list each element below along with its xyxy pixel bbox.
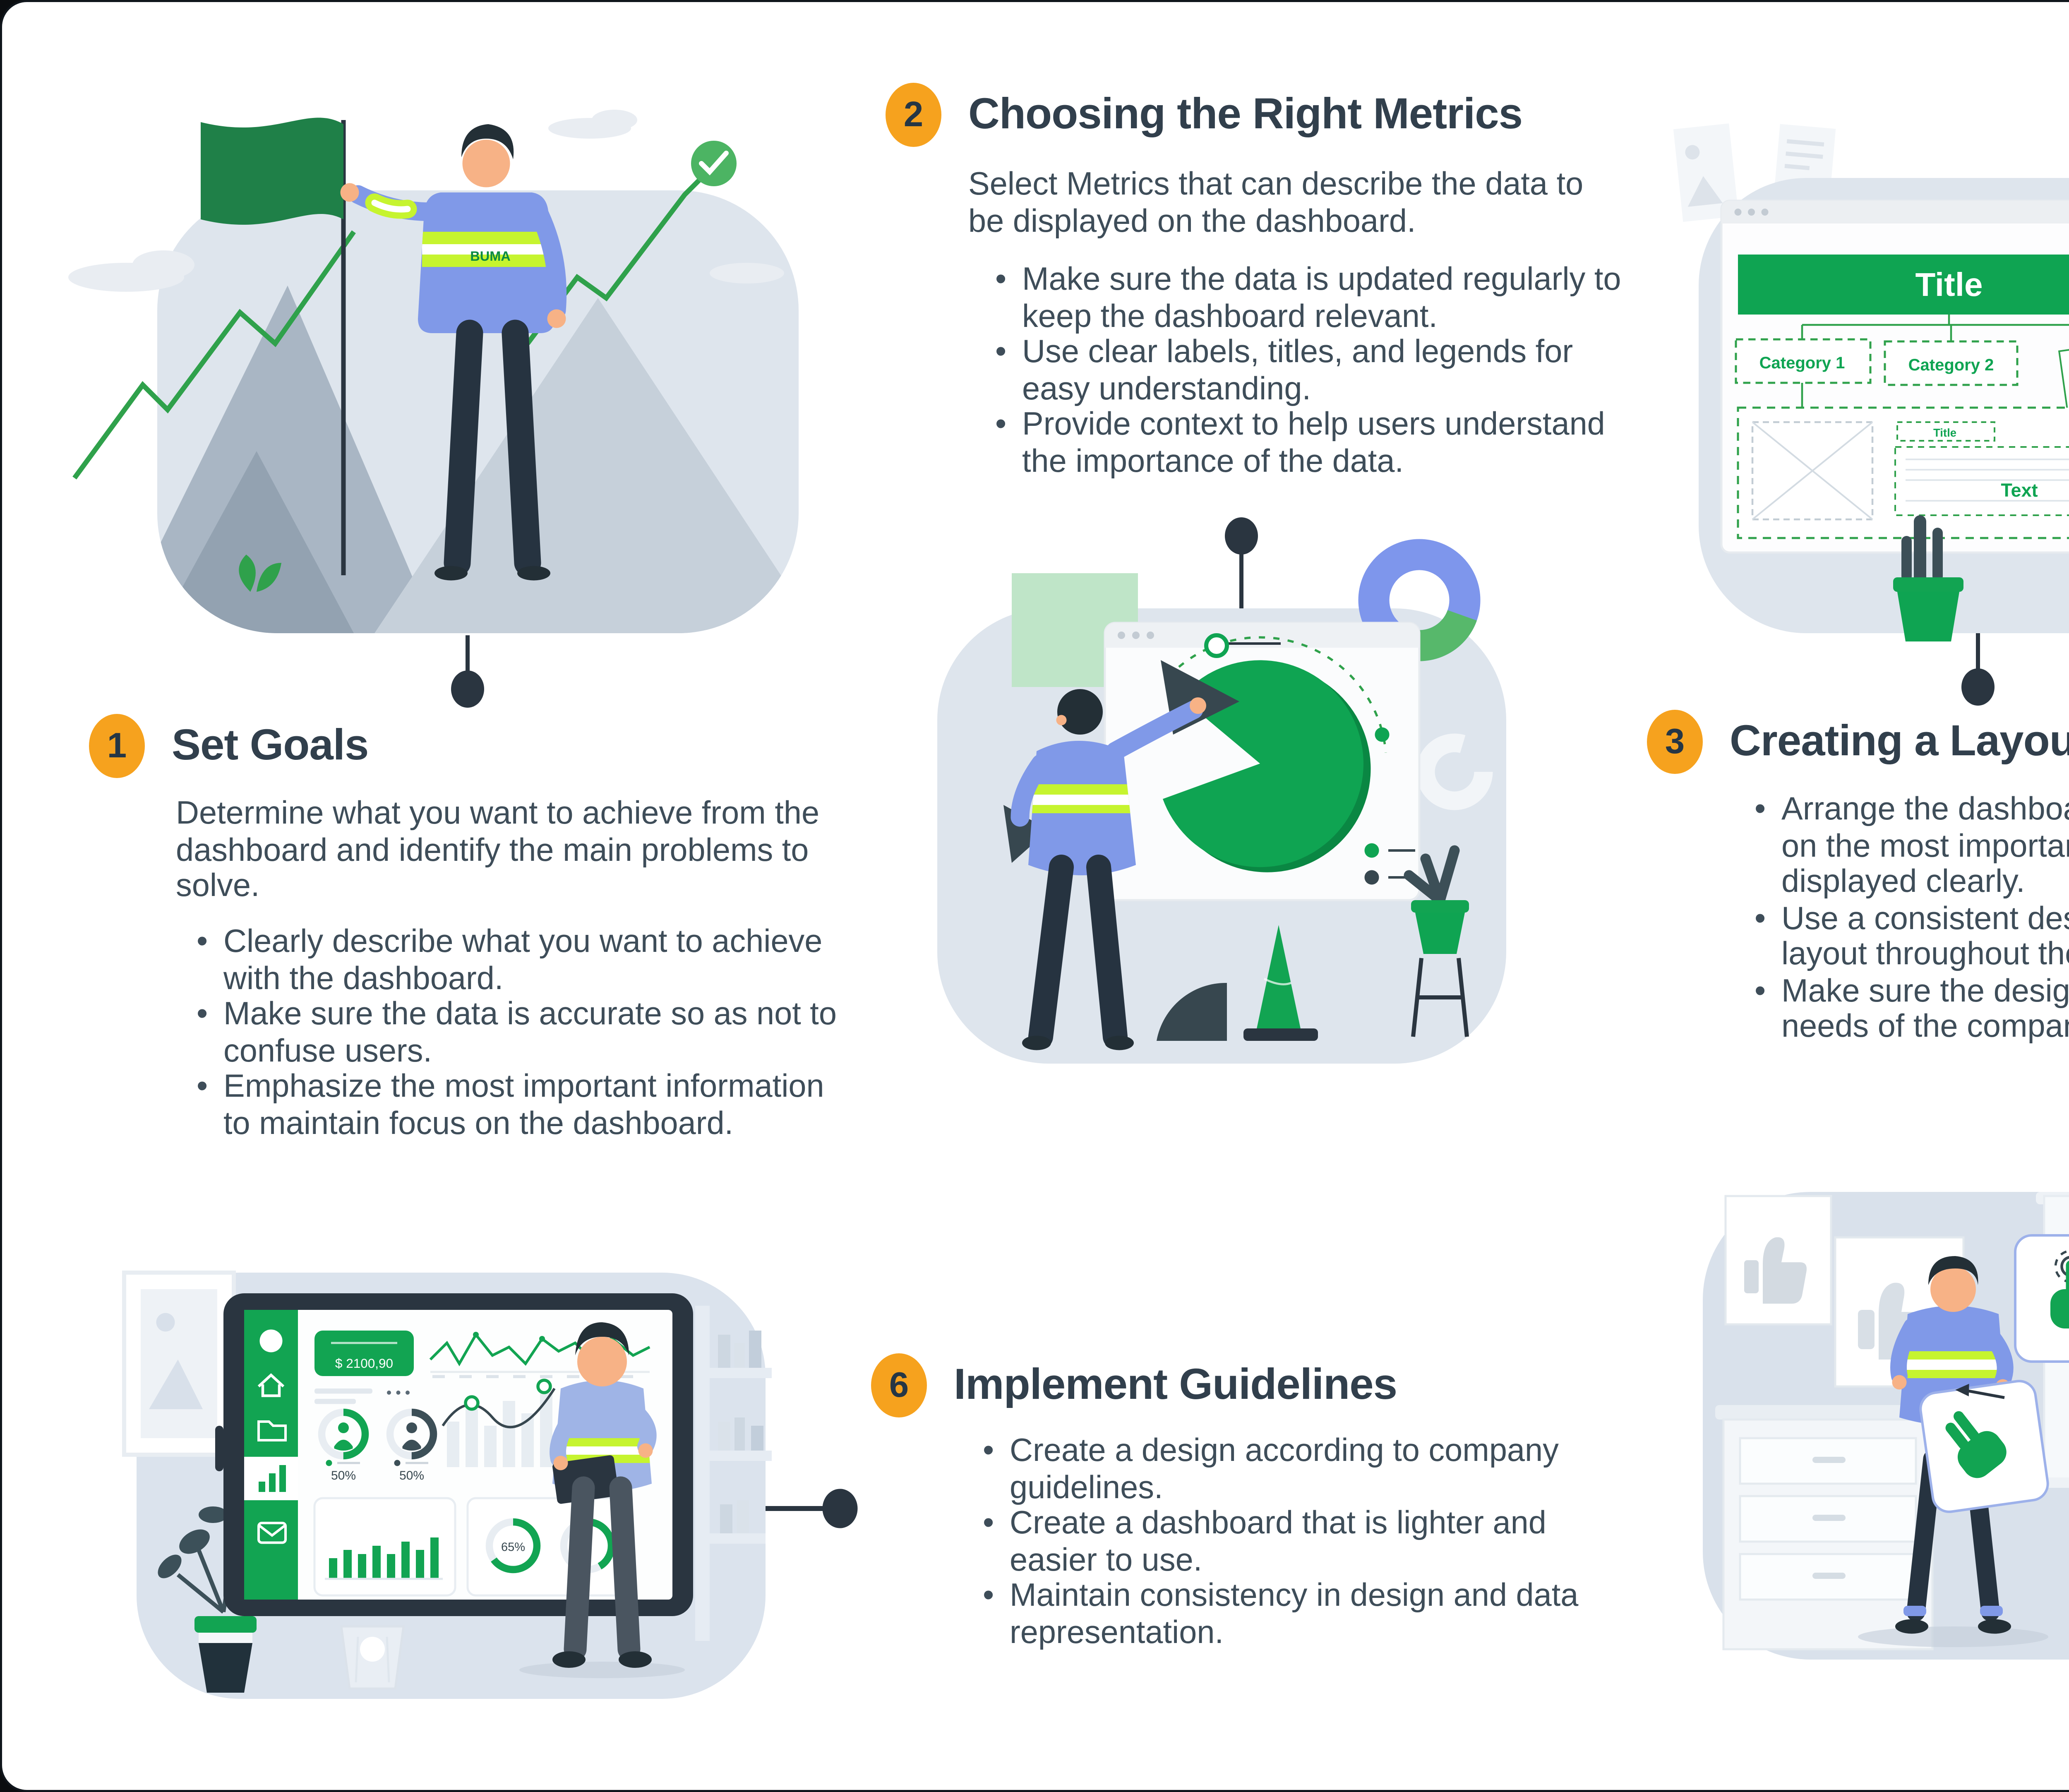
tap-gesture-card — [2015, 1235, 2069, 1362]
step-2-header: 2 Choosing the Right Metrics — [886, 83, 1522, 147]
floor-shadow — [1858, 1626, 2048, 1647]
illustration-choosing-metrics — [912, 519, 1575, 1078]
bullet-item: Create a design according to company gui… — [979, 1434, 1599, 1506]
goal-flag-icon — [201, 118, 343, 225]
step-1-bullets: Clearly describe what you want to achiev… — [192, 925, 859, 1142]
bullet-item: Make sure the data is updated regularly … — [991, 263, 1622, 335]
svg-text:50%: 50% — [399, 1469, 424, 1482]
floor-shadow — [519, 1662, 685, 1678]
bullet-item: Maintain consistency in design and data … — [979, 1579, 1599, 1651]
step-1-description: Determine what you want to achieve from … — [176, 797, 821, 906]
bullet-item: Create a dashboard that is lighter and e… — [979, 1506, 1599, 1579]
bullet-item: Use clear labels, titles, and legends fo… — [991, 335, 1622, 408]
step-2-title: Choosing the Right Metrics — [968, 90, 1522, 140]
content-text-label: Text — [2001, 480, 2038, 501]
amount-label: $ 2100,90 — [335, 1356, 393, 1371]
jacket-logo: BUMA — [470, 249, 510, 264]
step-6-title: Implement Guidelines — [954, 1361, 1397, 1410]
step-2-badge: 2 — [886, 83, 941, 147]
swipe-gesture-card — [1918, 1375, 2050, 1514]
step-3-bullets: Arrange the dashboard elements based on … — [1750, 793, 2069, 1046]
illustration-implement-guidelines: $ 2100,90 — [116, 1244, 871, 1720]
svg-text:Category 1: Category 1 — [1759, 354, 1845, 372]
bullet-item: Clearly describe what you want to achiev… — [192, 925, 859, 997]
bullet-item: Use a consistent design, color scheme, l… — [1750, 901, 2069, 974]
kpi-card: $ 2100,90 — [314, 1331, 414, 1376]
donut-card: 65% — [468, 1498, 625, 1595]
bullet-item: Make sure the design is tailored to the … — [1750, 974, 2069, 1046]
connector-pin — [1961, 633, 1995, 706]
title-banner — [1738, 255, 2069, 315]
illustration-set-goals: BUMA — [43, 95, 830, 716]
content-wireframe: Title Text — [1738, 408, 2069, 538]
bar-card — [314, 1498, 455, 1595]
illustration-creating-layout: Title Category 1 Category 2 Category 3 — [1657, 110, 2069, 730]
category-box-1: Category 1 — [1736, 339, 1870, 383]
step-6-badge: 6 — [871, 1353, 927, 1417]
svg-text:50%: 50% — [331, 1469, 356, 1482]
step-2-bullets: Make sure the data is updated regularly … — [991, 263, 1622, 480]
bullet-item: Provide context to help users understand… — [991, 408, 1622, 480]
waste-basket — [341, 1626, 403, 1689]
bullet-item: Make sure the data is accurate so as not… — [192, 997, 859, 1070]
bullet-item: Emphasize the most important information… — [192, 1070, 859, 1142]
step-1-badge: 1 — [89, 714, 145, 778]
avatar — [260, 1330, 283, 1352]
step-6-header: 6 Implement Guidelines — [871, 1353, 1397, 1417]
step-2-description: Select Metrics that can describe the dat… — [968, 168, 1593, 240]
check-icon — [691, 141, 737, 186]
illustration-make-interactive — [1688, 1182, 2069, 1678]
step-1-header: 1 Set Goals — [89, 714, 368, 778]
step-6-bullets: Create a design according to company gui… — [979, 1434, 1599, 1651]
connector-pin — [451, 635, 484, 708]
step-1-title: Set Goals — [172, 721, 368, 771]
category-box-2: Category 2 — [1885, 341, 2017, 385]
sidebar — [244, 1310, 298, 1600]
bullet-item: Arrange the dashboard elements based on … — [1750, 793, 2069, 901]
thumbs-up-frame — [1726, 1196, 1831, 1324]
svg-text:Category 2: Category 2 — [1908, 356, 1994, 374]
content-title-label: Title — [1933, 426, 1956, 439]
banner-title-label: Title — [1915, 266, 1983, 303]
svg-text:65%: 65% — [501, 1541, 525, 1554]
connector-pin — [766, 1489, 858, 1528]
